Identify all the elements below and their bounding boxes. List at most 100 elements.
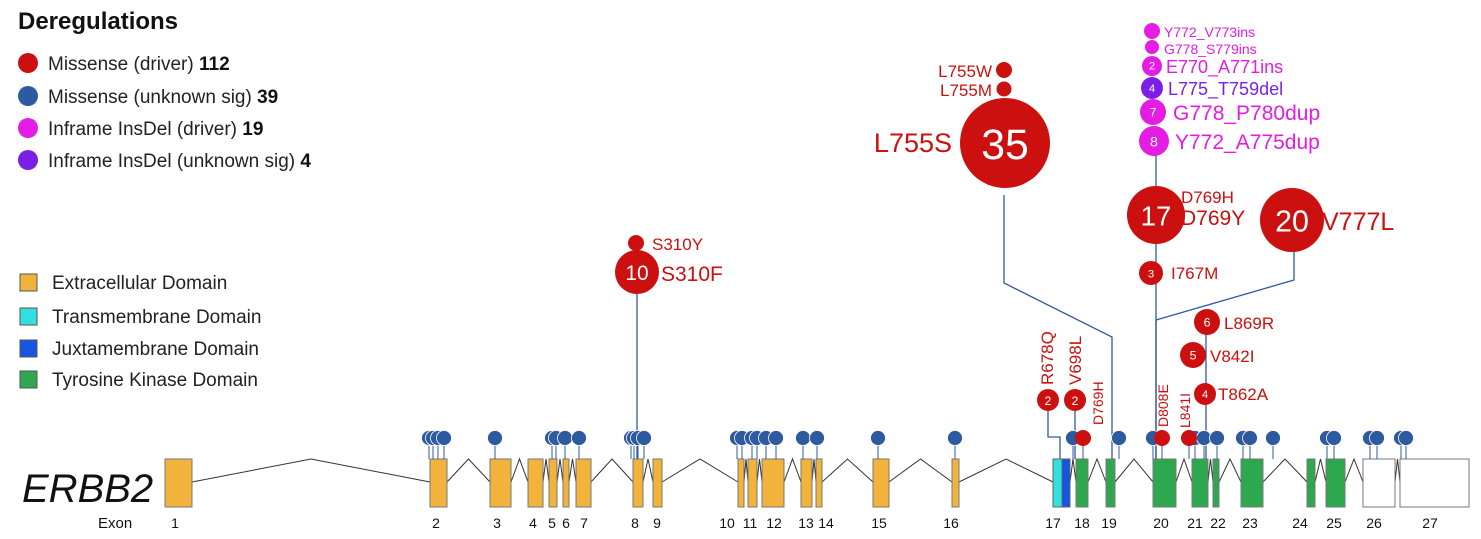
mutation-count-v698l: 2: [1072, 394, 1079, 408]
mutation-label-e770-a771ins: E770_A771ins: [1166, 57, 1283, 78]
mutation-label-i767m: I767M: [1171, 264, 1218, 283]
intron-line: [958, 458, 1054, 483]
mutation-label-r678q: R678Q: [1038, 331, 1057, 385]
mutation-label-l755s: L755S: [874, 128, 952, 158]
minor-mutation-markers: [421, 430, 1414, 459]
mutation-label-l775-t759del: L775_T759del: [1168, 79, 1283, 100]
intron-line: [888, 458, 953, 483]
exon-17-juxtamembrane: [1061, 458, 1071, 508]
legend-swatch-juxtamembrane: [19, 339, 38, 358]
intron-line: [821, 458, 874, 483]
mutation-marker-l755s: [960, 98, 1050, 188]
exon-label-7: 7: [580, 515, 588, 531]
intron-line: [446, 458, 491, 483]
missense-unknown-marker: [1209, 430, 1225, 446]
intron-line: [1207, 458, 1214, 483]
mutation-marker-g778-s779ins: [1145, 40, 1159, 54]
mutation-marker-d769y: [1127, 186, 1185, 244]
exon-label-5: 5: [548, 515, 556, 531]
missense-driver-marker: [1075, 430, 1091, 446]
mutation-label-d769h-secondary: D769H: [1181, 188, 1234, 207]
exon-25-box: [1325, 458, 1346, 508]
mutation-count-e770-a771ins: 2: [1149, 61, 1155, 73]
missense-unknown-marker: [1111, 430, 1127, 446]
mutation-marker-e770-a771ins: [1142, 56, 1162, 76]
mutation-count-s310f: 10: [625, 262, 648, 285]
legend-item-kinase: Tyrosine Kinase Domain: [52, 370, 258, 391]
intron-line: [1314, 458, 1327, 483]
exon-10-box: [737, 458, 745, 508]
stem-v777l: [1155, 238, 1295, 459]
exon-label-23: 23: [1242, 515, 1258, 531]
mutation-marker-l775-t759del: [1141, 77, 1163, 99]
gene-name: ERBB2: [22, 467, 153, 511]
intron-line: [1344, 457, 1364, 483]
missense-unknown-marker: [1326, 430, 1342, 446]
intron-line: [1114, 458, 1154, 483]
mutation-count-y772-a775dup: 8: [1150, 134, 1158, 150]
mutation-legend: Missense (driver) 112 Missense (unknown …: [18, 53, 311, 172]
mutation-label-l841i: L841I: [1177, 393, 1193, 428]
exon-14-box: [815, 458, 823, 508]
missense-unknown-marker: [795, 430, 811, 446]
exon-label-16: 16: [943, 515, 959, 531]
exon-19-box: [1105, 458, 1116, 508]
exon-label-8: 8: [631, 515, 639, 531]
mutation-count-g778-p780dup: 7: [1150, 106, 1157, 120]
mutation-count-r678q: 2: [1045, 394, 1052, 408]
missense-driver-marker: [1181, 430, 1197, 446]
missense-unknown-marker: [636, 430, 652, 446]
mutation-count-l775-t759del: 4: [1149, 83, 1155, 95]
legend-swatch-kinase: [19, 370, 38, 389]
exon-track: [164, 458, 1470, 508]
mutation-label-g778-p780dup: G778_P780dup: [1173, 102, 1320, 125]
mutation-label-t862a: T862A: [1218, 385, 1269, 404]
exon-label-26: 26: [1366, 515, 1382, 531]
mutation-label-l755m: L755M: [940, 81, 992, 100]
missense-unknown-marker: [809, 430, 825, 446]
mutation-count-l869r: 6: [1204, 316, 1211, 330]
legend-item-missense-unknown: Missense (unknown sig) 39: [48, 87, 278, 108]
missense-unknown-marker: [768, 430, 784, 446]
legend-item-transmembrane: Transmembrane Domain: [52, 307, 261, 328]
missense-unknown-marker: [1369, 430, 1385, 446]
intron-line: [1262, 458, 1308, 483]
exon-label-25: 25: [1326, 515, 1342, 531]
legend-marker-inframe-driver: [18, 118, 38, 138]
legend-swatch-extracellular: [19, 273, 38, 292]
exon-label-3: 3: [493, 515, 501, 531]
mutation-marker-y772-v773ins: [1144, 23, 1160, 39]
intron-line: [556, 458, 564, 483]
mutation-label-d808e: D808E: [1155, 384, 1171, 427]
exon-label-11: 11: [743, 515, 758, 531]
mutation-count-i767m: 3: [1148, 268, 1154, 280]
mutation-marker-v777l: [1260, 188, 1324, 252]
exon-label-18: 18: [1074, 515, 1090, 531]
mutation-marker-l869r: [1194, 309, 1220, 335]
missense-unknown-marker: [487, 430, 503, 446]
exon-3-box: [489, 458, 512, 508]
mutation-label-v842i: V842I: [1210, 347, 1254, 366]
exon-label-10: 10: [719, 515, 735, 531]
legend-item-extracellular: Extracellular Domain: [52, 273, 227, 294]
exon-label-17: 17: [1045, 515, 1061, 531]
exon-label-22: 22: [1210, 515, 1226, 531]
intron-line: [756, 458, 763, 483]
exon-22-box: [1212, 458, 1220, 508]
intron-line: [811, 458, 817, 483]
mutation-label-y772-v773ins: Y772_V773ins: [1164, 24, 1255, 40]
intron-line: [568, 458, 577, 483]
exon-5-box: [548, 458, 558, 508]
exon-13-box: [800, 458, 813, 508]
intron-line: [743, 458, 749, 483]
exon-label-14: 14: [818, 515, 834, 531]
mutation-label-l755w: L755W: [938, 62, 992, 81]
exon-15-box: [872, 458, 890, 508]
mutation-marker-g778-p780dup: [1140, 99, 1166, 125]
mutation-marker-v698l: [1064, 389, 1086, 411]
mutation-marker-s310y: [628, 235, 644, 251]
mutation-label-d769y: D769Y: [1181, 207, 1245, 230]
mutation-label-l869r: L869R: [1224, 314, 1274, 333]
exon-label-1: 1: [171, 515, 179, 531]
